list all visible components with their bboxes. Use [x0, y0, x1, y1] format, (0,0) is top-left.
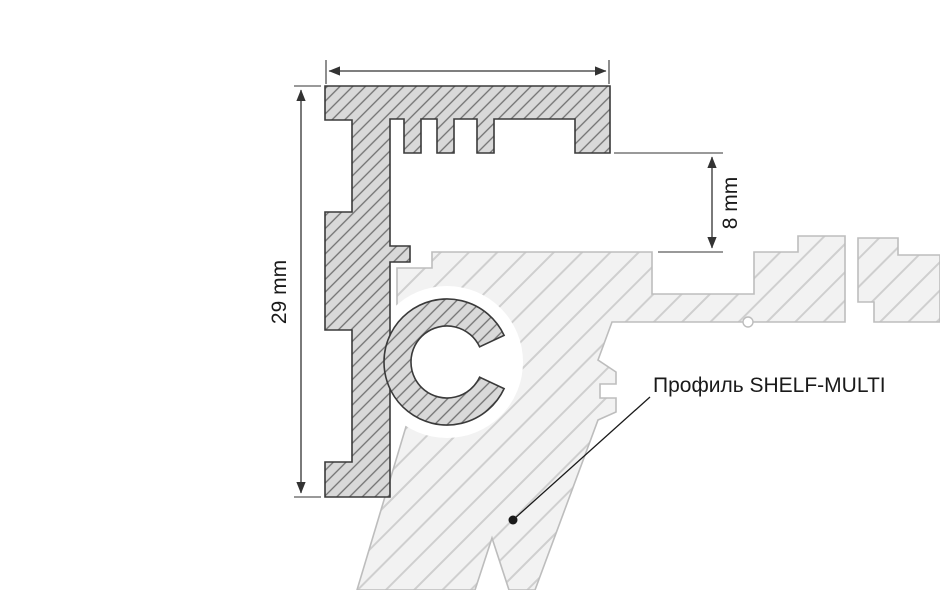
dimension-height-29mm: 29 mm	[268, 85, 321, 498]
dimension-gap-8mm: 8 mm	[614, 152, 742, 253]
dimension-gap-label: 8 mm	[719, 177, 742, 230]
leader-line	[513, 396, 651, 520]
adjacent-profile-end	[857, 237, 940, 323]
screw-channel	[383, 298, 506, 426]
dark-profile	[324, 85, 611, 498]
profile-name-label: Профиль SHELF-MULTI	[653, 374, 886, 397]
dimension-height-label: 29 mm	[268, 260, 291, 324]
profile-label-callout: Профиль SHELF-MULTI	[508, 374, 886, 525]
screw-notch	[742, 316, 754, 328]
leader-dot	[508, 515, 518, 525]
dimension-width-top	[325, 60, 610, 84]
dark-profile-body	[324, 85, 611, 498]
